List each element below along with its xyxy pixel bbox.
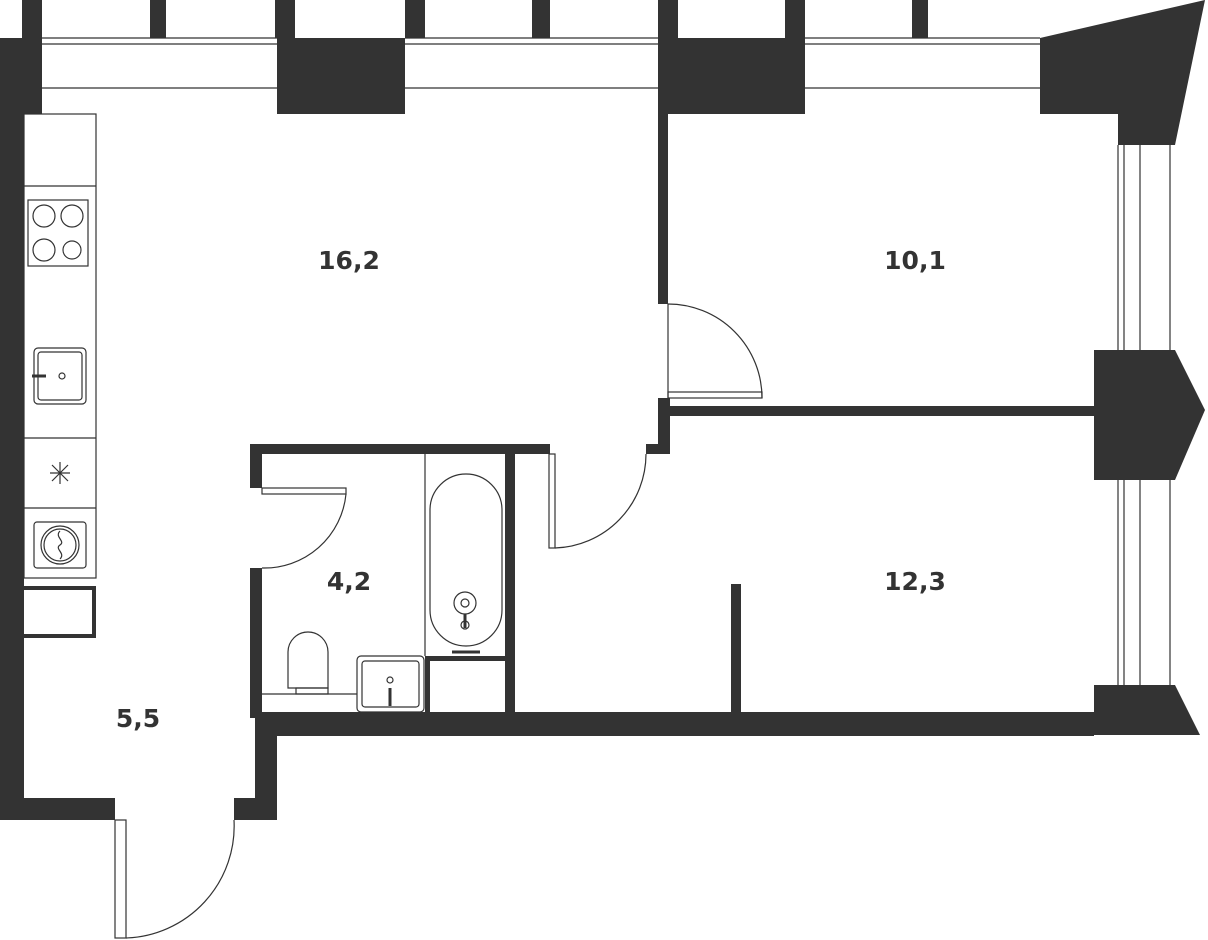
area-label-bedroom-1: 10,1	[884, 246, 946, 275]
toilet-icon	[287, 631, 329, 695]
area-label-kitchen-living: 16,2	[318, 246, 380, 275]
windows	[42, 37, 1171, 685]
fridge-icon	[50, 462, 70, 484]
bathtub-icon	[429, 473, 503, 654]
area-label-bathroom: 4,2	[327, 567, 371, 596]
kitchen-counter	[23, 113, 97, 579]
stove-icon	[27, 199, 89, 267]
area-label-hallway: 5,5	[116, 704, 160, 733]
area-label-bedroom-2: 12,3	[884, 567, 946, 596]
washer-icon	[33, 521, 87, 569]
area-labels: 16,2 10,1 12,3 4,2 5,5	[116, 246, 946, 733]
doors	[114, 303, 763, 939]
washbasin-icon	[356, 655, 425, 713]
sink-icon	[32, 347, 87, 405]
walls	[0, 0, 1205, 820]
bathroom-fixtures	[262, 454, 503, 713]
